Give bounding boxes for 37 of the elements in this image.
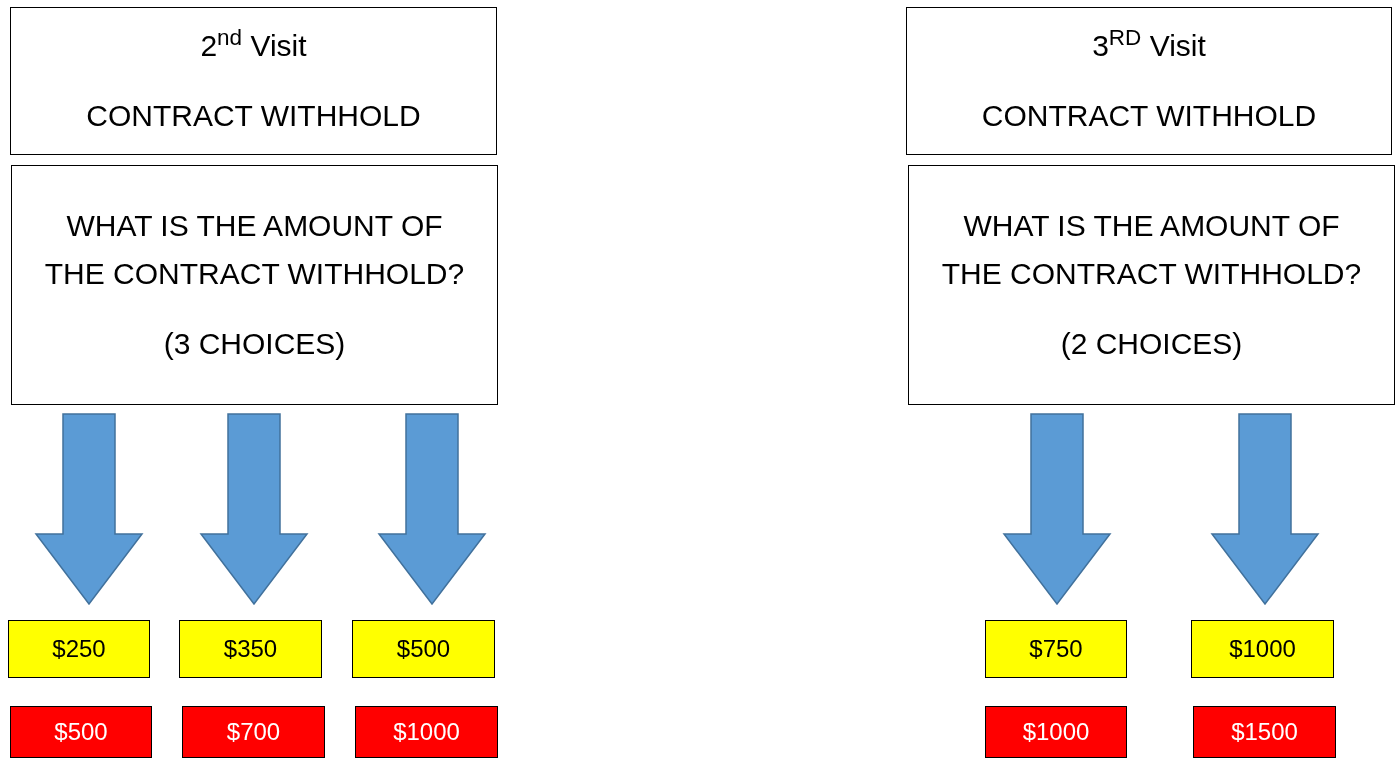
block-arrow	[1002, 413, 1112, 606]
box-text: $1500	[1231, 716, 1298, 747]
box-text: $500	[396, 633, 451, 664]
box-text: $1000	[1022, 716, 1090, 747]
amount-box	[985, 706, 1127, 758]
block-arrow	[34, 413, 144, 606]
amount-box	[985, 620, 1127, 678]
block-arrow	[377, 413, 487, 606]
box-text: WHAT IS THE AMOUNT OF THE CONTRACT WITHHOLD?	[940, 208, 1363, 292]
amount-box	[355, 706, 498, 758]
box-text: CONTRACT WITHHOLD	[86, 98, 421, 134]
visit-title: 3$^{RD}$ Visit	[1092, 23, 1206, 64]
visit-title: 2$^{nd}$ Visit	[200, 23, 307, 64]
question-box	[11, 165, 498, 405]
title-box	[10, 7, 497, 155]
box-text: $350	[223, 633, 278, 664]
amount-box	[8, 620, 150, 678]
block-arrow	[199, 413, 309, 606]
box-text: WHAT IS THE AMOUNT OF THE CONTRACT WITHHOLD?	[43, 208, 466, 292]
amount-box	[352, 620, 495, 678]
box-text: $1000	[393, 716, 460, 747]
box-text: (2 CHOICES)	[1060, 326, 1243, 362]
box-text: $250	[52, 633, 106, 664]
box-text: $1000	[1229, 633, 1296, 664]
box-text: (3 CHOICES)	[163, 326, 346, 362]
amount-box	[10, 706, 152, 758]
title-box	[906, 7, 1392, 155]
block-arrow	[1210, 413, 1320, 606]
box-text: CONTRACT WITHHOLD	[981, 98, 1317, 134]
box-text: $700	[226, 716, 281, 747]
amount-box	[1193, 706, 1336, 758]
question-box	[908, 165, 1395, 405]
box-text: $500	[54, 716, 108, 747]
amount-box	[182, 706, 325, 758]
box-text: $750	[1029, 633, 1083, 664]
amount-box	[1191, 620, 1334, 678]
amount-box	[179, 620, 322, 678]
